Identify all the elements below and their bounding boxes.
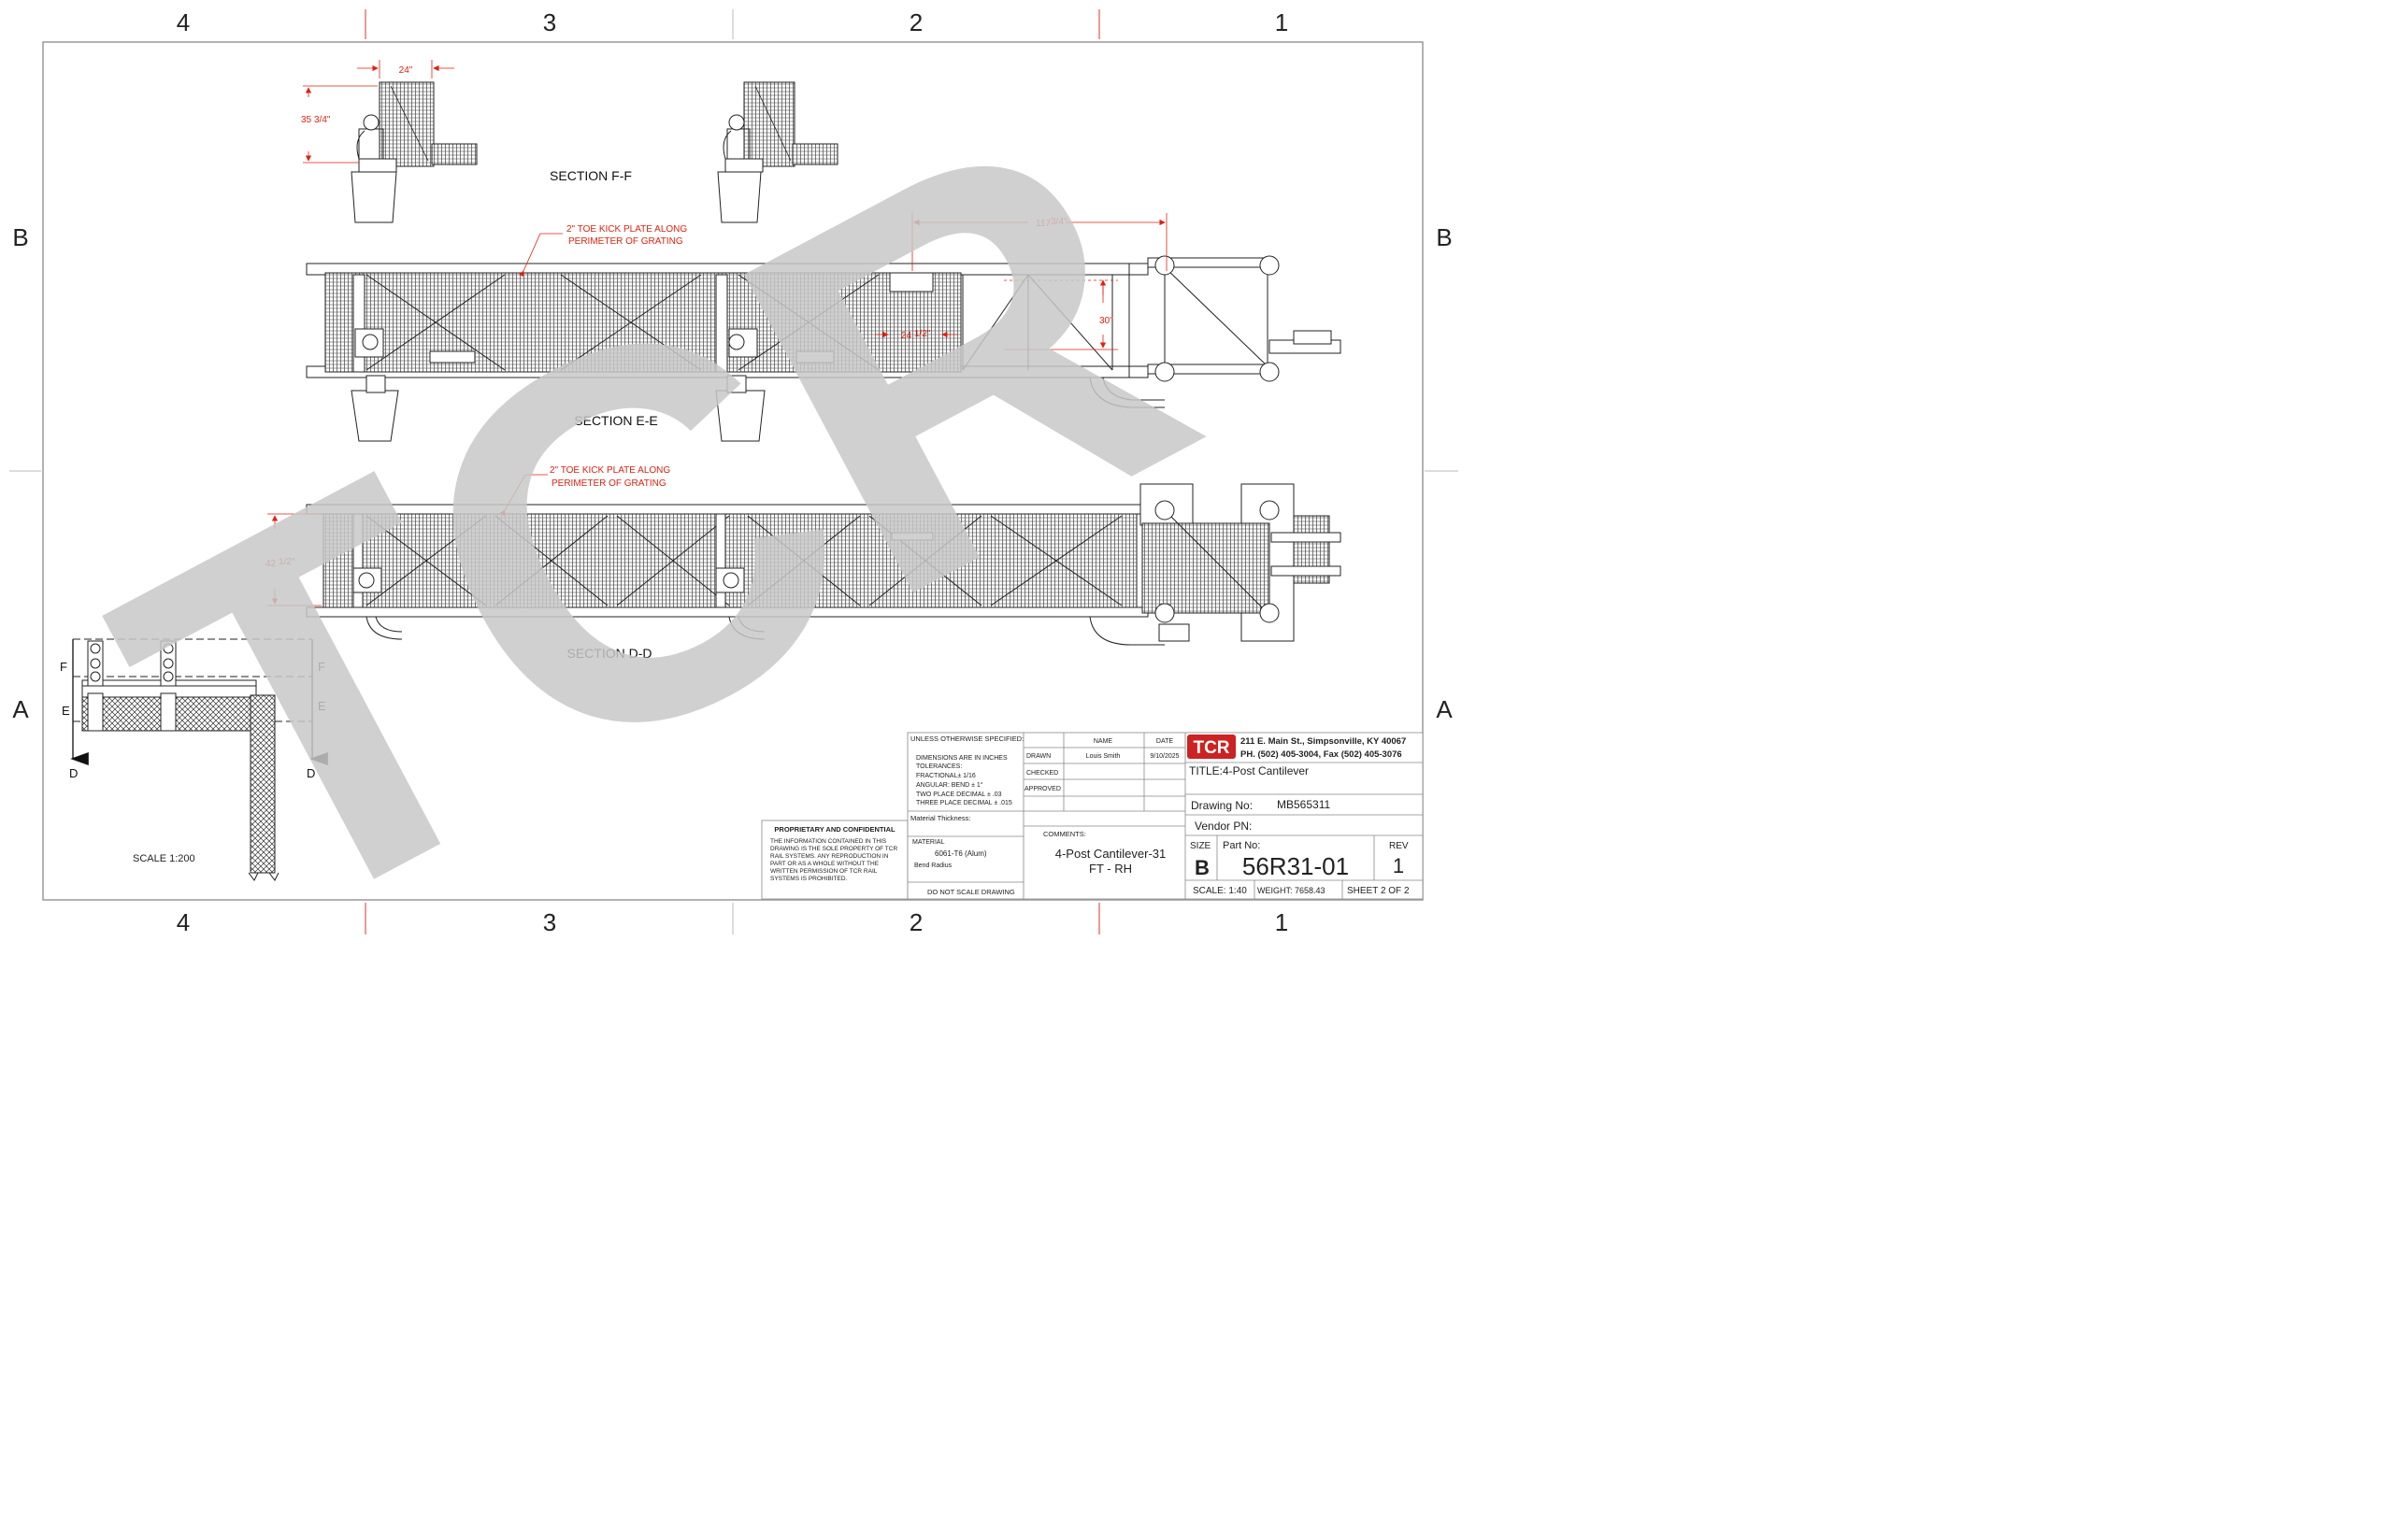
section-ff-label: SECTION F-F [550,168,632,183]
tcr-logo [1187,734,1236,759]
drawn-name: Louis Smith [1086,753,1121,760]
tolerance-line-3: FRACTIONAL± 1/16 [916,773,976,779]
tolerance-line-1: DIMENSIONS ARE IN INCHES [916,755,1008,762]
section-dd-view [306,483,1341,646]
zone-ticks [9,9,1458,934]
drawing-no-label: Drawing No: [1191,799,1253,812]
sheet-border [42,41,1424,901]
zone-col-4-top: 4 [177,8,190,36]
weight-value: WEIGHT: 7658.43 [1257,886,1325,895]
proprietary-line-3: RAIL SYSTEMS. ANY REPRODUCTION IN [770,853,889,860]
material-thickness-label: Material Thickness: [910,814,970,822]
rev-value: 1 [1393,854,1404,877]
checked-label: CHECKED [1026,770,1058,777]
zone-row-a-left: A [12,695,29,723]
section-ff-view-left [351,81,478,223]
toe-kick-leader-ee [518,233,541,278]
part-no-label: Part No: [1223,840,1260,851]
overview-elevation [70,638,328,881]
zone-col-4-bottom: 4 [177,908,190,936]
comments-line-2: FT - RH [1089,862,1132,876]
comments-line-1: 4-Post Cantilever-31 [1055,847,1167,861]
section-ff-view-right [717,81,838,223]
bend-radius-label: Bend Radius [914,863,953,869]
dim-42-frac: 1/2" [279,557,295,567]
dim-24-text: 24" [399,65,413,76]
dim-24-half-text: 24 [901,331,912,341]
title-label: TITLE: [1189,764,1223,777]
zone-row-b-left: B [12,223,28,251]
company-phone: PH. (502) 405-3004, Fax (502) 405-3076 [1240,749,1402,760]
dim-42-text: 42 [265,559,277,569]
comments-label: COMMENTS: [1043,830,1086,838]
tolerance-line-2: TOLERANCES: [916,763,962,770]
iso-label-f-left: F [60,660,67,674]
drawing-no-value: MB565311 [1277,798,1330,811]
dim-117-frac: 3/4" [1051,217,1068,227]
tcr-logo-text: TCR [1193,738,1229,758]
toe-kick-leader-dd [499,474,526,517]
dim-42-height [267,513,322,606]
iso-label-e-left: E [62,704,70,718]
vendor-pn-label: Vendor PN: [1195,820,1252,833]
do-not-scale: DO NOT SCALE DRAWING [927,888,1015,896]
iso-label-f-right: F [318,660,325,674]
approved-label: APPROVED [1025,786,1061,792]
unless-specified: UNLESS OTHERWISE SPECIFIED: [910,734,1024,743]
dim-117-text: 117 [1036,219,1051,229]
dim-35-text: 35 [301,115,312,125]
toe-kick-note-dd-line2: PERIMETER OF GRATING [552,478,666,489]
proprietary-line-1: THE INFORMATION CONTAINED IN THIS [770,838,887,845]
drawn-date: 9/10/2025 [1150,753,1179,760]
dim-35-height [303,85,378,164]
company-address: 211 E. Main St., Simpsonville, KY 40067 [1240,736,1406,747]
zone-col-3-bottom: 3 [543,908,556,936]
zone-col-2-top: 2 [910,8,923,36]
title-value: 4-Post Cantilever [1223,764,1309,777]
col-date-header: DATE [1156,738,1173,745]
toe-kick-note-ee-line1: 2" TOE KICK PLATE ALONG [566,224,687,235]
zone-col-2-bottom: 2 [910,908,923,936]
proprietary-line-6: SYSTEMS IS PROHIBITED. [770,876,848,882]
iso-scale-label: SCALE 1:200 [133,853,195,864]
section-ee-view [306,255,1341,442]
dim-117-span [875,213,1168,350]
dim-30-text: 30" [1099,316,1113,326]
dim-24-half-frac: 1/2" [914,329,931,339]
tolerance-line-4: ANGULAR: BEND ± 1° [916,781,983,789]
iso-label-d-right: D [307,766,315,780]
section-ee-label: SECTION E-E [574,413,657,428]
proprietary-line-4: PART OR AS A WHOLE WITHOUT THE [770,861,880,867]
section-dd-label: SECTION D-D [567,646,652,661]
drawing-sheet: 4 3 2 1 4 3 2 1 B B A A 24" 35 [9,8,1458,948]
rev-label: REV [1389,841,1409,851]
tolerance-line-5: TWO PLACE DECIMAL ± .03 [916,791,1002,798]
zone-row-b-right: B [1436,223,1452,251]
title-block-grid [907,732,1424,900]
proprietary-line-5: WRITTEN PERMISSION OF TCR RAIL [770,868,878,875]
zone-col-1-bottom: 1 [1275,908,1288,936]
drawn-label: DRAWN [1026,753,1051,760]
proprietary-heading: PROPRIETARY AND CONFIDENTIAL [774,825,896,834]
part-no-value: 56R31-01 [1242,852,1349,880]
toe-kick-note-dd-line1: 2" TOE KICK PLATE ALONG [550,465,670,476]
dim-35-frac: 3/4" [314,115,331,125]
iso-label-d-left: D [69,766,78,780]
col-name-header: NAME [1094,738,1113,745]
sheet-value: SHEET 2 OF 2 [1347,886,1410,896]
material-label: MATERIAL [912,839,945,846]
tolerance-line-6: THREE PLACE DECIMAL ± .015 [916,800,1012,806]
size-label: SIZE [1190,841,1211,851]
dim-24-width [357,60,454,78]
size-value: B [1195,856,1210,879]
zone-row-a-right: A [1436,695,1453,723]
material-value: 6061-T6 (Alum) [935,849,987,858]
zone-col-3-top: 3 [543,8,556,36]
iso-label-e-right: E [318,699,326,713]
zone-col-1-top: 1 [1275,8,1288,36]
proprietary-line-2: DRAWING IS THE SOLE PROPERTY OF TCR [770,846,897,852]
toe-kick-note-ee-line2: PERIMETER OF GRATING [568,236,683,247]
scale-value: SCALE: 1:40 [1193,886,1247,896]
